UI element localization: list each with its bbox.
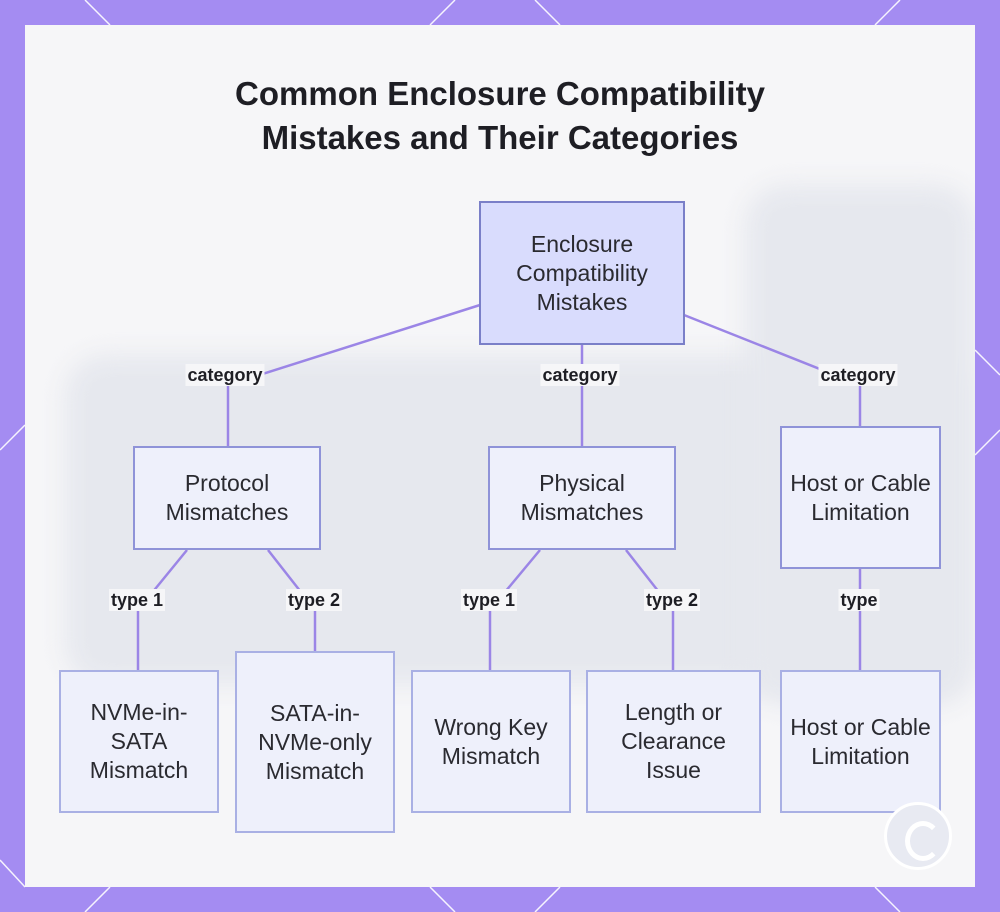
node-host-cable-category: Host or Cable Limitation [780,426,941,569]
edge-label-type-2: type 2 [643,589,701,611]
node-nvme-in-sata: NVMe-in-SATA Mismatch [59,670,219,813]
brand-logo-icon [884,802,952,870]
node-protocol-mismatches: Protocol Mismatches [133,446,321,550]
edge-label-category: category [540,364,620,386]
edge-label-type-1: type 1 [108,589,166,611]
edge-label-type-1: type 1 [460,589,518,611]
diagram-title: Common Enclosure Compatibility Mistakes … [0,72,1000,160]
node-physical-mismatches: Physical Mismatches [488,446,676,550]
edge-label-category: category [818,364,898,386]
node-sata-in-nvme: SATA-in-NVMe-only Mismatch [235,651,395,833]
title-line-1: Common Enclosure Compatibility [235,75,765,112]
edge-root-protocol [226,303,481,446]
node-wrong-key: Wrong Key Mismatch [411,670,571,813]
edge-label-category: category [185,364,265,386]
edge-label-type-2: type 2 [285,589,343,611]
title-line-2: Mistakes and Their Categories [261,119,739,156]
node-root: Enclosure Compatibility Mistakes [479,201,685,345]
node-host-cable-leaf: Host or Cable Limitation [780,670,941,813]
edge-label-type: type [838,589,880,611]
node-length-clearance: Length or Clearance Issue [586,670,761,813]
